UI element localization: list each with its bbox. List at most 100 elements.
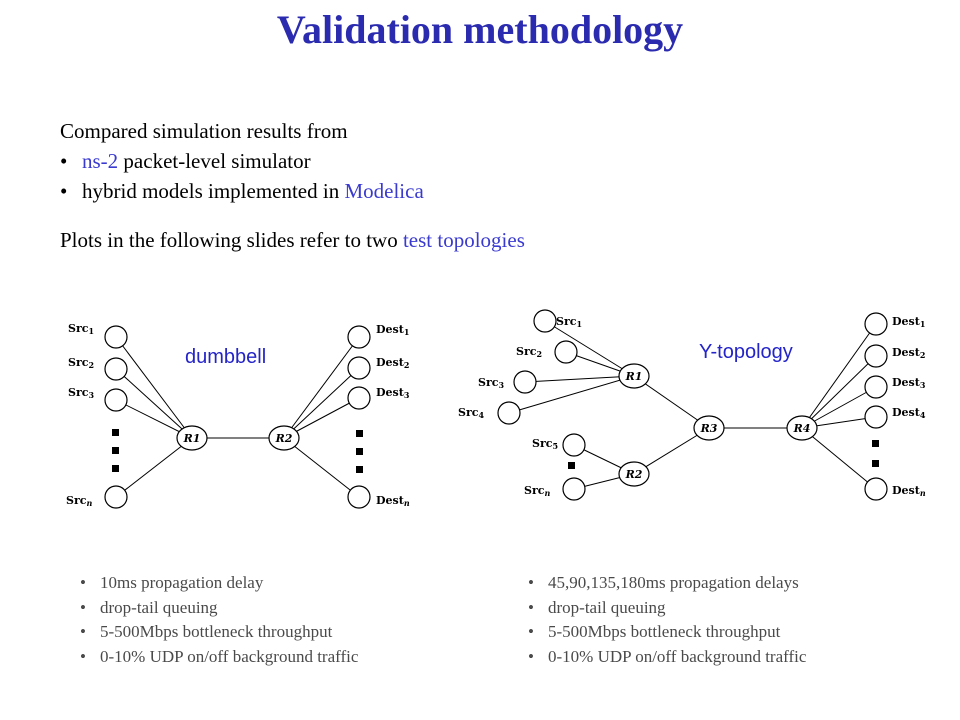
intro-bullet-modelica: • hybrid models implemented in Modelica — [60, 176, 424, 206]
ytopology-properties: • 45,90,135,180ms propagation delays • dro… — [528, 571, 806, 669]
link-r4-destn — [801, 427, 877, 490]
router-r2 — [268, 425, 300, 451]
property-item: • drop-tail queuing — [80, 596, 358, 621]
node-src1 — [104, 325, 128, 349]
label-src2: Src2 — [516, 345, 542, 359]
ellipsis-dot — [356, 466, 363, 473]
modelica-highlight: Modelica — [344, 179, 424, 203]
bullet-dot: • — [60, 149, 68, 173]
router-r3 — [693, 415, 725, 441]
ellipsis-dot — [112, 429, 119, 436]
link-src3-r1 — [524, 375, 635, 383]
label-dest2: Dest2 — [376, 356, 409, 370]
label-dest3: Dest3 — [892, 376, 926, 390]
bullet-dot: • — [528, 622, 534, 641]
modelica-prefix: hybrid models implemented in — [82, 179, 345, 203]
bullet-dot: • — [80, 597, 86, 617]
router-r1-label: R1 — [183, 432, 201, 445]
plots-prefix: Plots in the following slides refer to t… — [60, 228, 403, 252]
label-src5: Src5 — [532, 437, 558, 451]
node-dest1 — [864, 312, 888, 336]
node-src1 — [533, 309, 557, 333]
label-dest2: Dest2 — [892, 346, 925, 360]
bullet-dot: • — [528, 597, 534, 617]
node-dest2 — [864, 344, 888, 368]
bullet-dot: • — [80, 646, 86, 666]
plots-text: Plots in the following slides refer to t… — [60, 228, 525, 253]
ellipsis-dot — [356, 430, 363, 437]
label-src3: Src3 — [478, 376, 504, 390]
property-text: drop-tail queuing — [100, 597, 218, 617]
node-dest2 — [347, 356, 371, 380]
bullet-dot: • — [80, 573, 86, 592]
node-srcn — [562, 477, 586, 501]
router-r1 — [176, 425, 208, 451]
ns2-highlight: ns-2 — [82, 149, 119, 173]
label-src2: Src2 — [68, 356, 94, 370]
label-destn: Destn — [376, 494, 410, 508]
router-r1-label: R1 — [625, 370, 643, 383]
node-src5 — [562, 433, 586, 457]
ellipsis-dot — [112, 447, 119, 454]
link-r2-destn — [283, 437, 360, 498]
link-src1-r1 — [544, 320, 635, 377]
bullet-dot: • — [528, 573, 534, 592]
node-dest3 — [347, 386, 371, 410]
label-destn: Destn — [892, 484, 926, 498]
bullet-dot: • — [60, 179, 68, 203]
router-r2-label: R2 — [275, 432, 293, 445]
label-src3: Src3 — [68, 386, 94, 400]
node-src2 — [104, 357, 128, 381]
property-text: drop-tail queuing — [548, 597, 666, 617]
dumbbell-properties: • 10ms propagation delay • drop-tail queui… — [80, 571, 358, 669]
link-r2-r3 — [633, 427, 710, 475]
node-dest1 — [347, 325, 371, 349]
property-item: • 0-10% UDP on/off background traffic — [528, 645, 806, 670]
property-text: 5-500Mbps bottleneck throughput — [100, 622, 333, 641]
link-src4-r1 — [508, 375, 635, 414]
label-dest4: Dest4 — [892, 406, 926, 420]
dumbbell-diagram: R1 R2 Src1 Src2 Src3 Srcn Dest1 Dest2 De… — [66, 322, 410, 509]
link-r2-dest1 — [283, 336, 360, 439]
node-dest3 — [864, 375, 888, 399]
label-src1: Src1 — [68, 322, 94, 336]
intro-lead: Compared simulation results from — [60, 119, 348, 143]
bullet-dot: • — [528, 646, 534, 666]
ns2-rest: packet-level simulator — [118, 149, 311, 173]
property-item: • drop-tail queuing — [528, 596, 806, 621]
property-item: • 0-10% UDP on/off background traffic — [80, 645, 358, 670]
property-text: 0-10% UDP on/off background traffic — [100, 646, 359, 666]
ellipsis-dot — [356, 448, 363, 455]
property-text: 10ms propagation delay — [100, 573, 264, 592]
property-text: 5-500Mbps bottleneck throughput — [548, 622, 781, 641]
link-src1-r1 — [115, 336, 193, 439]
property-item: • 45,90,135,180ms propagation delays — [528, 571, 806, 596]
router-r4 — [786, 415, 818, 441]
router-r2 — [618, 461, 650, 487]
router-r2-label: R2 — [625, 468, 643, 481]
label-src1: Src1 — [556, 315, 582, 329]
ytopology-label: Y-topology — [699, 341, 793, 363]
node-src3 — [513, 370, 537, 394]
link-srcn-r1 — [115, 437, 193, 498]
node-src2 — [554, 340, 578, 364]
link-r4-dest1 — [801, 323, 877, 429]
label-dest1: Dest1 — [376, 323, 409, 337]
node-src3 — [104, 388, 128, 412]
property-text: 0-10% UDP on/off background traffic — [548, 646, 807, 666]
router-r1 — [618, 363, 650, 389]
dumbbell-label: dumbbell — [185, 346, 266, 368]
link-src2-r1 — [115, 368, 193, 439]
intro-bullet-ns2: • ns-2 packet-level simulator — [60, 146, 424, 176]
link-r1-r3 — [633, 375, 710, 429]
ellipsis-dot — [872, 440, 879, 447]
bullet-dot: • — [80, 622, 86, 641]
router-r4-label: R4 — [793, 422, 811, 435]
slide-title: Validation methodology — [276, 7, 684, 52]
link-r4-dest2 — [801, 355, 877, 429]
property-text: 45,90,135,180ms propagation delays — [548, 573, 799, 592]
link-r2-dest2 — [283, 367, 360, 439]
plots-highlight: test topologies — [402, 228, 525, 252]
ellipsis-dot — [872, 460, 879, 467]
